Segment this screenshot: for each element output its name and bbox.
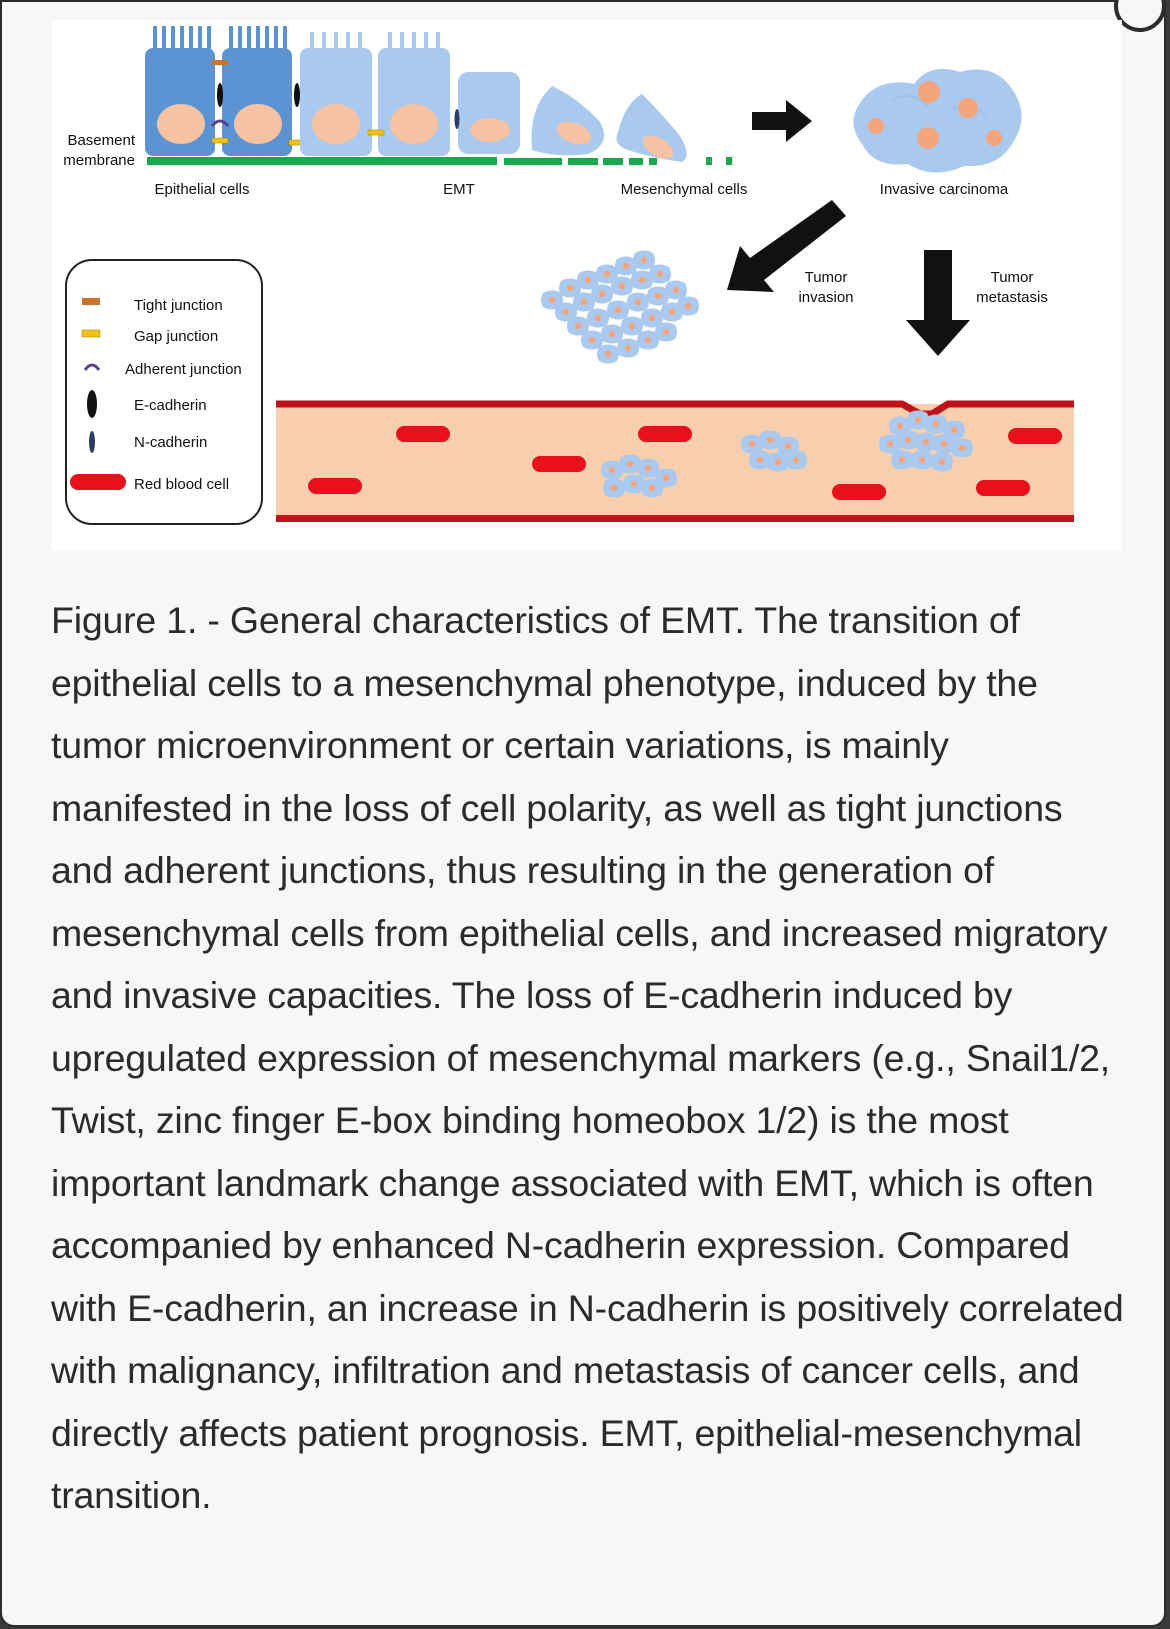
epithelial-cell (222, 26, 292, 156)
transitioning-cell (458, 72, 520, 154)
invading-cell-cluster (541, 250, 699, 364)
tumor-invasion-label: Tumor (805, 269, 848, 286)
mesenchymal-cell (616, 94, 687, 162)
red-blood-cell-icon (70, 474, 126, 490)
mesenchymal-cells-label: Mesenchymal cells (621, 181, 748, 198)
tumor-metastasis-label: metastasis (976, 289, 1048, 306)
epithelial-cell (145, 26, 215, 156)
basement-membrane-label: Basement (67, 132, 135, 149)
legend-label: E-cadherin (134, 397, 207, 414)
tumor-invasion-arrow-icon (727, 200, 846, 292)
arrow-right-icon (752, 100, 812, 142)
epithelial-cells-label: Epithelial cells (154, 181, 249, 198)
emt-figure: Basement membrane Epithelial cells EMT M… (52, 20, 1122, 550)
emt-label: EMT (443, 181, 475, 198)
e-cadherin-icon (294, 83, 300, 107)
basement-membrane (147, 157, 732, 165)
n-cadherin-icon (454, 109, 460, 129)
gap-junction-icon (211, 137, 229, 144)
invasive-carcinoma-label: Invasive carcinoma (880, 181, 1009, 198)
figure-caption: Figure 1. - General characteristics of E… (51, 599, 1124, 1516)
invasive-carcinoma-cluster (853, 68, 1022, 173)
tumor-metastasis-label: Tumor (991, 269, 1034, 286)
gap-junction-icon (367, 129, 385, 136)
legend-label: Adherent junction (125, 361, 242, 378)
legend-label: Tight junction (134, 297, 223, 314)
red-blood-cell (308, 426, 1062, 500)
basement-membrane-label: membrane (63, 152, 135, 169)
tumor-invasion-label: invasion (798, 289, 853, 306)
legend: Tight junction Gap junction Adherent jun… (65, 259, 263, 525)
transitioning-cell (300, 32, 372, 156)
legend-label: Red blood cell (134, 476, 229, 493)
gap-junction-icon (81, 329, 101, 338)
mesenchymal-cell (531, 86, 604, 156)
legend-label: N-cadherin (134, 434, 207, 451)
tight-junction-icon (82, 298, 100, 305)
emt-diagram: Basement membrane Epithelial cells EMT M… (63, 26, 1074, 525)
n-cadherin-icon (89, 431, 95, 453)
adherent-junction-icon (83, 363, 101, 371)
transitioning-cell (378, 32, 450, 156)
legend-label: Gap junction (134, 328, 218, 345)
adherent-junction-icon (210, 119, 230, 127)
e-cadherin-icon (217, 83, 223, 107)
tight-junction-icon (212, 60, 228, 65)
e-cadherin-icon (87, 390, 97, 418)
tumor-metastasis-arrow-icon (906, 250, 970, 356)
